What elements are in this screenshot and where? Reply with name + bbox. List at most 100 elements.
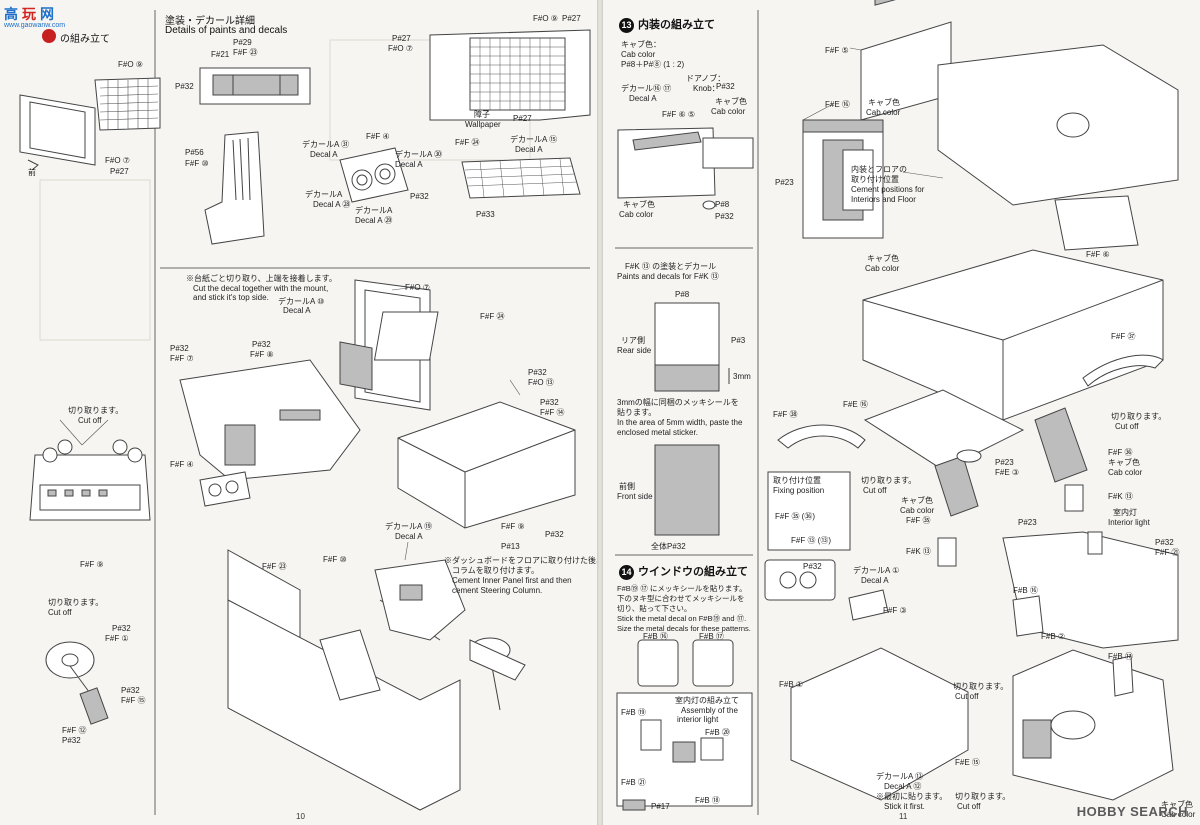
- label: F#F ①: [105, 634, 129, 643]
- label: F#O ⑦: [405, 283, 430, 292]
- label: Knob：: [693, 84, 720, 93]
- label: 貼ります。: [617, 408, 657, 417]
- label: F#F ㉟: [906, 516, 931, 525]
- right-page-drawings: [615, 0, 1179, 815]
- note: cement Steering Column.: [452, 586, 543, 595]
- page-number: 10: [296, 812, 305, 821]
- label: F#K ⑬: [1108, 492, 1133, 501]
- note: and stick it's top side.: [193, 293, 269, 302]
- small-grid-panel-drawing: [461, 157, 581, 199]
- label: F#B ⑱: [695, 796, 720, 805]
- label: F#B ①: [779, 680, 804, 689]
- label: デカールA: [355, 206, 393, 215]
- label: Decal A ⑫: [884, 782, 922, 791]
- page-number: 11: [899, 812, 908, 821]
- label: Fixing position: [773, 486, 825, 495]
- watermark-logo: 高 玩 网 www.gaowanw.com: [4, 6, 66, 29]
- label: F#F ㊲: [1111, 332, 1136, 341]
- label: キャブ色: [715, 97, 747, 106]
- label: F#B ㉑: [621, 778, 646, 787]
- rear-panel-drawing: [429, 29, 591, 121]
- label: Cab color: [1108, 468, 1143, 477]
- label: 取り付け位置: [773, 476, 821, 485]
- label: F#F ㉓: [233, 48, 258, 57]
- label: P#27: [562, 14, 581, 23]
- label: P#32: [170, 344, 189, 353]
- label: 切り取ります。: [861, 476, 917, 485]
- label: P#23: [1018, 518, 1037, 527]
- label: F#K ⑬: [906, 547, 931, 556]
- label: F#O ⑬: [528, 378, 554, 387]
- label: P#32: [803, 562, 822, 571]
- label: F#B ⑯: [643, 632, 668, 641]
- label: P#56: [185, 148, 204, 157]
- lower-assembly-drawing: [227, 549, 526, 811]
- label: Cab color: [865, 264, 900, 273]
- label: F#B ⑰: [1108, 652, 1133, 661]
- label: interior light: [677, 715, 719, 724]
- label: P#32: [715, 212, 734, 221]
- cab-shell-drawing: [790, 531, 1179, 801]
- label: 室内灯: [1113, 508, 1137, 517]
- label: P#23: [775, 178, 794, 187]
- label: P#27: [110, 167, 129, 176]
- label: デカール⑯ ⑰: [621, 84, 672, 93]
- mirror-panel-drawing: [764, 559, 889, 621]
- step13-number: 13: [619, 17, 634, 33]
- label: Cut off: [955, 692, 979, 701]
- label: Cut off: [1115, 422, 1139, 431]
- label: F#F ⑧: [250, 350, 274, 359]
- label: F#O ⑨: [118, 60, 143, 69]
- note: コラムを取り付けます。: [452, 566, 539, 575]
- label: F#F ㊱: [1108, 448, 1133, 457]
- label: F#F ⑩: [185, 159, 209, 168]
- cab-interior-back-drawing: [860, 0, 1179, 251]
- label: F#B⑲ ⑰ にメッキシールを貼ります。: [617, 584, 747, 593]
- label: P#8: [715, 200, 730, 209]
- label: ※最初に貼ります。: [876, 792, 948, 801]
- label: デカールA ⑩: [278, 297, 325, 306]
- label: 切り、貼って下さい。: [617, 604, 692, 613]
- label: F#E ③: [995, 468, 1020, 477]
- window-frame-drawing: [19, 77, 161, 171]
- label: リア側: [621, 336, 645, 345]
- label: Front side: [617, 492, 653, 501]
- note: ※台紙ごと切り取り、上端を接着します。: [186, 274, 337, 283]
- label: P#32: [545, 530, 564, 539]
- label: P#33: [476, 210, 495, 219]
- note: ※ダッシュボードをフロアに取り付けた後、: [444, 556, 598, 565]
- label: 切り取ります。: [953, 682, 1009, 691]
- label: キャブ色: [868, 98, 900, 107]
- label: P#32: [540, 398, 559, 407]
- label: P#29: [233, 38, 252, 47]
- label: F#O ⑦: [105, 156, 130, 165]
- interior-light-drawing: [640, 719, 724, 763]
- label: Cut off: [48, 608, 72, 617]
- label: キャブ色: [1108, 458, 1140, 467]
- label: 3mm: [733, 372, 751, 381]
- label: P#32: [252, 340, 271, 349]
- floor-plan-drawing: [802, 119, 884, 239]
- label: キャブ色: [901, 496, 933, 505]
- step-header: の組み立て: [60, 34, 110, 45]
- label: Decal A: [395, 160, 423, 169]
- hobby-search-watermark: HOBBY SEARCH: [1076, 804, 1188, 819]
- label: F#F ㉑: [1155, 548, 1180, 557]
- label: P#32: [175, 82, 194, 91]
- label: F#F ㉔: [480, 312, 505, 321]
- paint-section-title-jp: 塗装・デカール詳細: [165, 16, 255, 27]
- label: P#32: [121, 686, 140, 695]
- label: F#B ⑲: [621, 708, 646, 717]
- label: キャブ色: [1161, 800, 1193, 809]
- step-number-badge: [42, 29, 56, 43]
- label: Cement positions for: [851, 185, 925, 194]
- label: Cab color: [1161, 810, 1196, 819]
- label: Decal A: [629, 94, 657, 103]
- door-inner-drawing: [617, 127, 754, 210]
- label: F#B ⑳: [705, 728, 730, 737]
- label: デカールA ㉛: [302, 140, 350, 149]
- label: P#32: [528, 368, 547, 377]
- label: F#F ⑫: [62, 726, 87, 735]
